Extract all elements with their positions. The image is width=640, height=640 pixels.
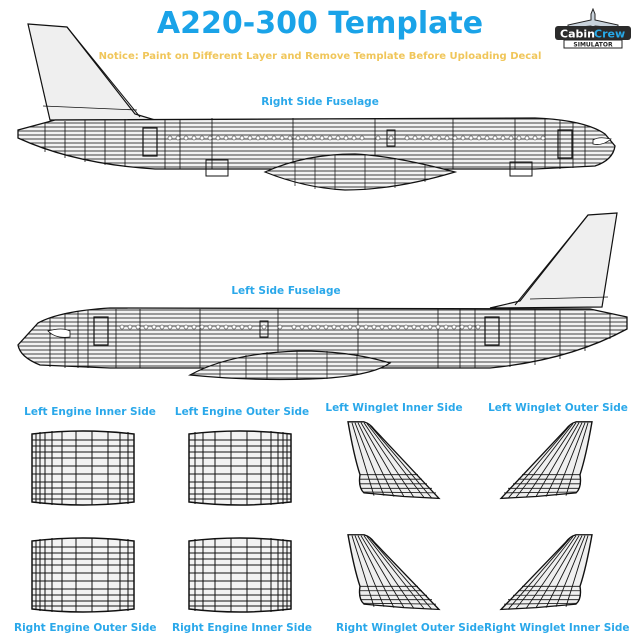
cabin-crew-simulator-logo: Cabin Crew SIMULATOR [552, 8, 634, 50]
left-engine-inner-template [28, 428, 138, 508]
logo-text-simulator: SIMULATOR [573, 42, 613, 49]
logo-text-crew: Crew [594, 28, 625, 41]
right-fuselage-label: Right Side Fuselage [261, 96, 379, 108]
logo-text-cabin: Cabin [560, 28, 595, 41]
right-engine-outer-template [28, 535, 138, 615]
right-side-fuselage-template [15, 22, 630, 192]
right-engine-inner-template [185, 535, 295, 615]
right-winglet-inner-template [496, 533, 596, 613]
left-engine-inner-label: Left Engine Inner Side [24, 406, 156, 418]
right-winglet-outer-template [344, 533, 444, 613]
left-winglet-inner-template [344, 420, 444, 502]
right-engine-outer-label: Right Engine Outer Side [14, 622, 157, 634]
page-title: A220-300 Template [156, 6, 484, 41]
right-engine-inner-label: Right Engine Inner Side [172, 622, 312, 634]
right-winglet-outer-label: Right Winglet Outer Side [336, 622, 485, 634]
left-fuselage-label: Left Side Fuselage [231, 285, 341, 297]
left-side-fuselage-template [10, 205, 630, 385]
left-engine-outer-template [185, 428, 295, 508]
left-winglet-outer-label: Left Winglet Outer Side [488, 402, 628, 414]
left-winglet-inner-label: Left Winglet Inner Side [325, 402, 463, 414]
airplane-icon: Cabin Crew SIMULATOR [555, 8, 631, 49]
left-engine-outer-label: Left Engine Outer Side [174, 406, 310, 418]
notice-text: Notice: Paint on Different Layer and Rem… [98, 51, 542, 62]
left-winglet-outer-template [496, 420, 596, 502]
right-winglet-inner-label: Right Winglet Inner Side [484, 622, 630, 634]
